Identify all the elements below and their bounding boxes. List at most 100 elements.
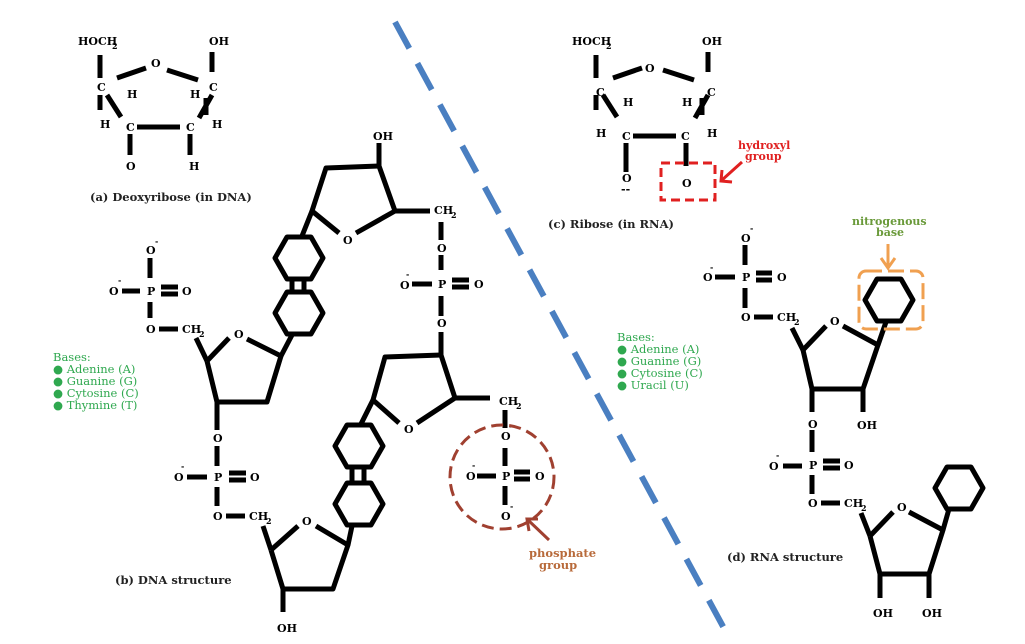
svg-text:OH: OH <box>209 35 229 48</box>
svg-text:-: - <box>710 262 713 272</box>
svg-text:C: C <box>707 86 716 99</box>
svg-text:O: O <box>126 160 136 173</box>
svg-text:C: C <box>209 81 218 94</box>
svg-text:C: C <box>97 81 106 94</box>
svg-text:C: C <box>186 121 195 134</box>
svg-text:C: C <box>681 130 690 143</box>
svg-text:HOCH: HOCH <box>78 35 117 48</box>
phosphate-arrow <box>525 517 551 542</box>
svg-text:-: - <box>406 269 409 279</box>
svg-text:C: C <box>126 121 135 134</box>
rna-bases-title: Bases: <box>617 330 655 344</box>
svg-text:H: H <box>707 127 717 140</box>
svg-text:CH: CH <box>182 323 201 336</box>
svg-text:2: 2 <box>112 41 118 51</box>
svg-text:O: O <box>844 459 854 472</box>
hydroxyl-highlight-box <box>659 161 717 202</box>
nitrogenous-base-arrow <box>879 244 897 271</box>
svg-text:O: O <box>146 244 156 257</box>
svg-text:-: - <box>750 223 753 233</box>
svg-text:H: H <box>127 88 137 101</box>
svg-text:O: O <box>302 515 312 528</box>
dnaBases-item: ● Guanine (G) <box>53 374 137 388</box>
svg-text:2: 2 <box>199 329 205 339</box>
svg-text:O: O <box>466 470 476 483</box>
phosphate-highlight-circle <box>448 423 556 531</box>
svg-text:H: H <box>212 118 222 131</box>
ribose-molecule: HOCH 2 OH O C C H H H C C H O -- O <box>572 35 722 196</box>
svg-text:OH: OH <box>277 622 297 635</box>
svg-text:O: O <box>769 460 779 473</box>
svg-text:-: - <box>155 236 158 246</box>
dnaBases-item: ● Adenine (A) <box>53 362 135 376</box>
svg-text:O: O <box>109 285 119 298</box>
svg-text:O: O <box>437 317 447 330</box>
svg-text:2: 2 <box>451 210 457 220</box>
svg-text:O: O <box>645 62 655 75</box>
svg-text:O: O <box>777 271 787 284</box>
svg-text:2: 2 <box>606 41 612 51</box>
svg-text:OH: OH <box>873 607 893 620</box>
nitrogenous-base-label-1: nitrogenous <box>852 215 927 228</box>
svg-text:O: O <box>808 418 818 431</box>
dna-structure: O - O - P O O CH 2 O O O - P O O C <box>109 130 545 635</box>
svg-text:H: H <box>189 160 199 173</box>
svg-text:O: O <box>343 234 353 247</box>
svg-text:O: O <box>182 285 192 298</box>
nitrogenous-base-label-2: base <box>876 226 904 239</box>
svg-text:O: O <box>174 471 184 484</box>
dnaBases-item: ● Thymine (T) <box>53 398 137 412</box>
svg-text:O: O <box>213 432 223 445</box>
svg-text:O: O <box>250 471 260 484</box>
svg-text:O: O <box>474 278 484 291</box>
svg-text:H: H <box>682 96 692 109</box>
caption-ribose: (c) Ribose (in RNA) <box>548 217 674 231</box>
svg-text:O: O <box>234 328 244 341</box>
svg-text:H: H <box>596 127 606 140</box>
hydroxyl-arrow <box>719 160 744 184</box>
phosphate-label-1: phosphate <box>529 546 596 560</box>
dna-bases-title: Bases: <box>53 350 91 364</box>
caption-dna-structure: (b) DNA structure <box>115 573 232 587</box>
svg-text:OH: OH <box>922 607 942 620</box>
svg-text:-: - <box>118 275 121 285</box>
svg-text:O: O <box>741 311 751 324</box>
dnaBases-item: ● Cytosine (C) <box>53 386 139 400</box>
svg-text:CH: CH <box>499 395 518 408</box>
svg-text:O: O <box>808 497 818 510</box>
phosphate-label-2: group <box>539 558 577 572</box>
svg-text:-: - <box>776 450 779 460</box>
svg-text:P: P <box>502 470 510 483</box>
svg-text:CH: CH <box>844 497 863 510</box>
caption-rna-structure: (d) RNA structure <box>727 550 843 564</box>
hydroxyl-label-1: hydroxyl <box>738 139 790 152</box>
rna-bases-list: ● Adenine (A)● Guanine (G)● Cytosine (C)… <box>617 342 703 392</box>
rna-structure: O - O - P O O CH 2 O OH O O - P O O C <box>703 223 983 620</box>
rnaBases-item: ● Adenine (A) <box>617 342 699 356</box>
svg-text:O: O <box>501 430 511 443</box>
hydroxyl-label-2: group <box>745 150 782 163</box>
svg-text:P: P <box>147 285 155 298</box>
svg-text:C: C <box>622 130 631 143</box>
svg-text:O: O <box>830 315 840 328</box>
svg-text:O: O <box>151 57 161 70</box>
svg-text:OH: OH <box>373 130 393 143</box>
caption-deoxyribose: (a) Deoxyribose (in DNA) <box>90 190 252 204</box>
svg-text:O: O <box>703 271 713 284</box>
svg-text:2: 2 <box>794 317 800 327</box>
svg-text:P: P <box>742 271 750 284</box>
svg-text:H: H <box>623 96 633 109</box>
deoxyribose-molecule: HOCH 2 OH O C C H H H C C H O H <box>78 35 229 173</box>
svg-text:OH: OH <box>702 35 722 48</box>
svg-text:P: P <box>438 278 446 291</box>
rnaBases-item: ● Uracil (U) <box>617 378 689 392</box>
svg-text:-: - <box>181 461 184 471</box>
svg-text:O: O <box>535 470 545 483</box>
svg-text:CH: CH <box>777 311 796 324</box>
svg-text:O: O <box>404 423 414 436</box>
svg-text:H: H <box>100 118 110 131</box>
svg-text:C: C <box>596 86 605 99</box>
svg-text:H: H <box>190 88 200 101</box>
svg-text:O: O <box>400 279 410 292</box>
